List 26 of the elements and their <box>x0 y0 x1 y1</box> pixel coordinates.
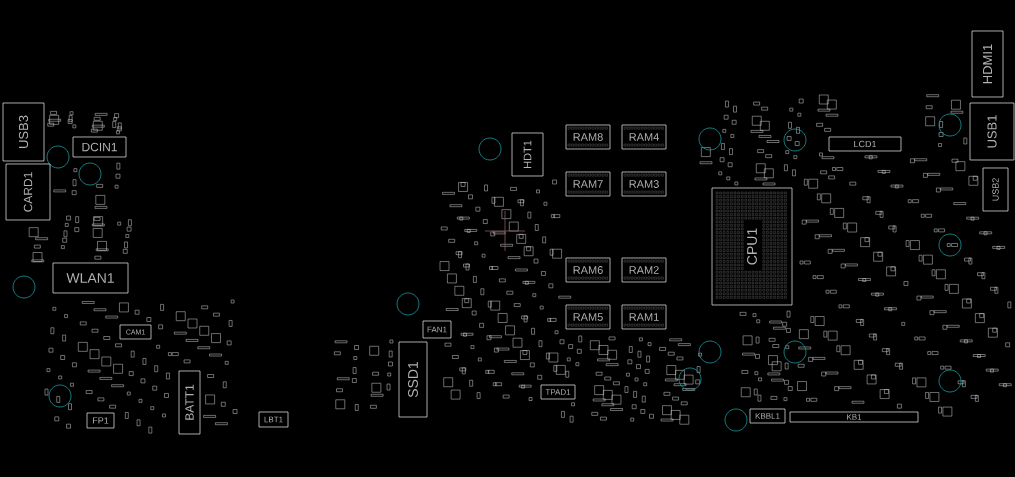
connector-outline: KBBL1 <box>749 408 786 424</box>
memory-chip: RAM8 <box>565 124 611 150</box>
memory-chip: RAM7 <box>565 171 611 197</box>
connector-outline: DCIN1 <box>72 136 127 158</box>
memory-chip: RAM3 <box>621 171 667 197</box>
memory-chip: RAM6 <box>565 257 611 283</box>
memory-chip: RAM2 <box>621 257 667 283</box>
connector-outline: BATT1 <box>178 370 201 435</box>
connector-outline: USB3 <box>2 102 45 162</box>
processor-chip: CPU1 <box>711 187 793 306</box>
memory-chip: RAM5 <box>565 304 611 330</box>
connector-outline: SSD1 <box>398 341 428 418</box>
memory-chip: RAM1 <box>621 304 667 330</box>
connector-outline: USB2 <box>982 167 1009 212</box>
memory-chip: RAM4 <box>621 124 667 150</box>
connector-outline: USB1 <box>969 102 1015 161</box>
connector-outline: HDT1 <box>511 132 544 177</box>
connector-outline: KB1 <box>789 411 919 423</box>
connector-outline: LCD1 <box>828 136 902 152</box>
connector-outline: LBT1 <box>258 411 289 428</box>
connector-outline: CARD1 <box>5 163 51 221</box>
connector-outline: TPAD1 <box>540 384 576 400</box>
connector-outline: FP1 <box>86 412 115 429</box>
connector-outline: HDMI1 <box>971 30 1004 98</box>
connector-outline: WLAN1 <box>52 262 129 294</box>
connector-outline: FAN1 <box>422 320 452 339</box>
